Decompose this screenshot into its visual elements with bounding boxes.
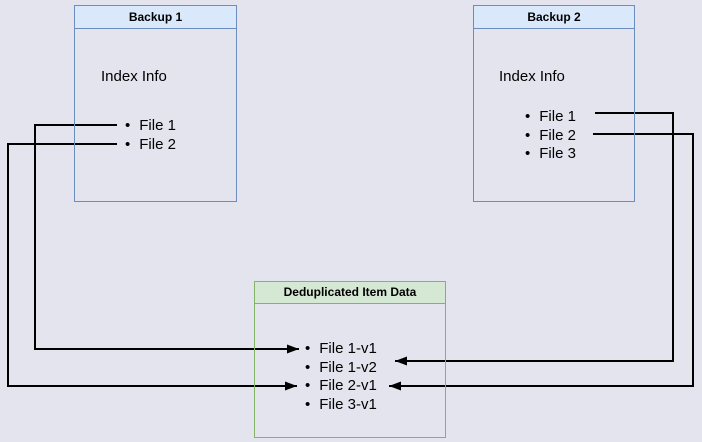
backup1-file-item: File 1 (125, 117, 176, 136)
dedup-item: File 1-v1 (305, 340, 377, 359)
dedup-title: Deduplicated Item Data (255, 282, 445, 304)
backup2-title: Backup 2 (474, 6, 634, 29)
backup1-index-info-label: Index Info (101, 68, 167, 85)
backup2-file-item: File 2 (525, 127, 576, 146)
deduplicated-item-data-box: Deduplicated Item Data File 1-v1 File 1-… (254, 281, 446, 438)
dedup-item-list: File 1-v1 File 1-v2 File 2-v1 File 3-v1 (305, 340, 377, 414)
dedup-item: File 2-v1 (305, 377, 377, 396)
backup2-file-item: File 3 (525, 145, 576, 164)
backup1-file-item: File 2 (125, 136, 176, 155)
backup2-index-info-label: Index Info (499, 68, 565, 85)
backup2-file-item: File 1 (525, 108, 576, 127)
dedup-item: File 3-v1 (305, 396, 377, 415)
backup2-box: Backup 2 Index Info File 1 File 2 File 3 (473, 5, 635, 202)
backup1-title: Backup 1 (75, 6, 236, 29)
dedup-item: File 1-v2 (305, 359, 377, 378)
backup2-file-list: File 1 File 2 File 3 (525, 108, 576, 164)
backup1-file-list: File 1 File 2 (125, 117, 176, 154)
backup1-box: Backup 1 Index Info File 1 File 2 (74, 5, 237, 202)
